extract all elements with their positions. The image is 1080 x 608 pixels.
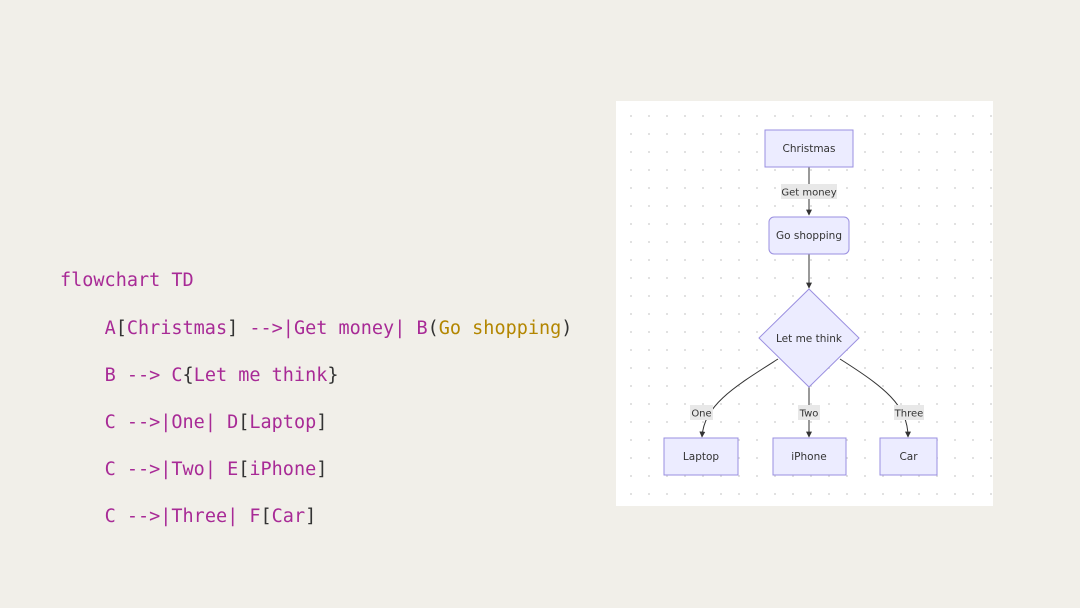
edge-label-get-money: Get money <box>781 184 837 199</box>
node-laptop[interactable]: Laptop <box>663 437 739 476</box>
code-token: ] <box>227 317 239 339</box>
code-token: D <box>227 411 239 433</box>
code-line-2: A[Christmas] -->|Get money| B(Go shoppin… <box>60 317 573 339</box>
edge-label-three: Three <box>894 405 924 420</box>
code-token: -->| <box>115 458 172 480</box>
code-token: One <box>171 411 205 433</box>
code-token: C <box>171 364 183 386</box>
edge-label-get-money-text: Get money <box>781 188 836 199</box>
node-let-me-think[interactable]: Let me think <box>758 288 860 388</box>
code-token: Two <box>171 458 205 480</box>
code-token: [ <box>238 411 250 433</box>
code-token: E <box>227 458 239 480</box>
node-let-me-think-label: Let me think <box>776 333 843 345</box>
code-token: C <box>104 458 116 480</box>
edge-let-me-think-to-laptop <box>699 358 779 438</box>
code-token: B <box>104 364 116 386</box>
flowchart-svg: Get money One Two Three Christmas Go sho… <box>663 129 938 476</box>
code-token: Get money <box>293 317 395 339</box>
code-token: ( <box>427 317 439 339</box>
code-token: | <box>227 505 250 527</box>
node-christmas-label: Christmas <box>783 143 836 155</box>
edge-let-me-think-to-car <box>839 358 911 438</box>
code-line-5: C -->|Two| E[iPhone] <box>60 458 572 480</box>
code-token: -->| <box>115 505 172 527</box>
code-token: F <box>249 505 261 527</box>
edge-label-one: One <box>690 405 713 420</box>
code-keyword: flowchart TD <box>60 270 194 292</box>
code-token: Go shopping <box>438 317 562 339</box>
code-token: { <box>182 364 194 386</box>
node-car[interactable]: Car <box>879 437 938 476</box>
code-token: | <box>394 317 417 339</box>
code-token: ] <box>305 505 317 527</box>
edge-label-three-text: Three <box>894 409 924 420</box>
code-token: } <box>327 364 339 386</box>
code-token: -->| <box>238 317 294 339</box>
node-go-shopping[interactable]: Go shopping <box>768 216 850 255</box>
edge-label-two: Two <box>798 405 820 420</box>
code-token: Laptop <box>249 411 317 433</box>
code-token: C <box>104 505 116 527</box>
code-token: --> <box>115 364 172 386</box>
code-token: A <box>104 317 116 339</box>
code-line-4: C -->|One| D[Laptop] <box>60 411 572 433</box>
code-line-3: B --> C{Let me think} <box>60 364 572 386</box>
mermaid-code-listing: flowchart TD A[Christmas] -->|Get money|… <box>60 242 572 540</box>
code-token: | <box>204 458 228 480</box>
code-token: -->| <box>115 411 172 433</box>
flowchart-canvas: Get money One Two Three Christmas Go sho… <box>616 101 993 506</box>
code-token: [ <box>260 505 272 527</box>
code-token: Christmas <box>126 317 228 339</box>
code-token: | <box>204 411 228 433</box>
code-token: iPhone <box>249 458 317 480</box>
edge-label-two-text: Two <box>799 409 819 420</box>
code-token: Car <box>271 505 306 527</box>
node-iphone[interactable]: iPhone <box>772 437 847 476</box>
edge-label-one-text: One <box>691 409 711 420</box>
node-go-shopping-label: Go shopping <box>776 230 842 242</box>
code-token: ] <box>316 458 328 480</box>
code-line-6: C -->|Three| F[Car] <box>60 505 572 527</box>
code-line-1: flowchart TD <box>60 270 572 292</box>
node-laptop-label: Laptop <box>683 451 719 463</box>
code-token: [ <box>238 458 250 480</box>
code-token: B <box>416 317 428 339</box>
code-token: Let me think <box>193 364 328 386</box>
code-token: C <box>104 411 116 433</box>
node-car-label: Car <box>899 451 918 463</box>
code-token: Three <box>171 505 228 527</box>
code-token: ] <box>316 411 328 433</box>
node-iphone-label: iPhone <box>791 451 826 463</box>
code-token: [ <box>115 317 127 339</box>
node-christmas[interactable]: Christmas <box>764 129 854 168</box>
code-token: ) <box>561 317 573 339</box>
